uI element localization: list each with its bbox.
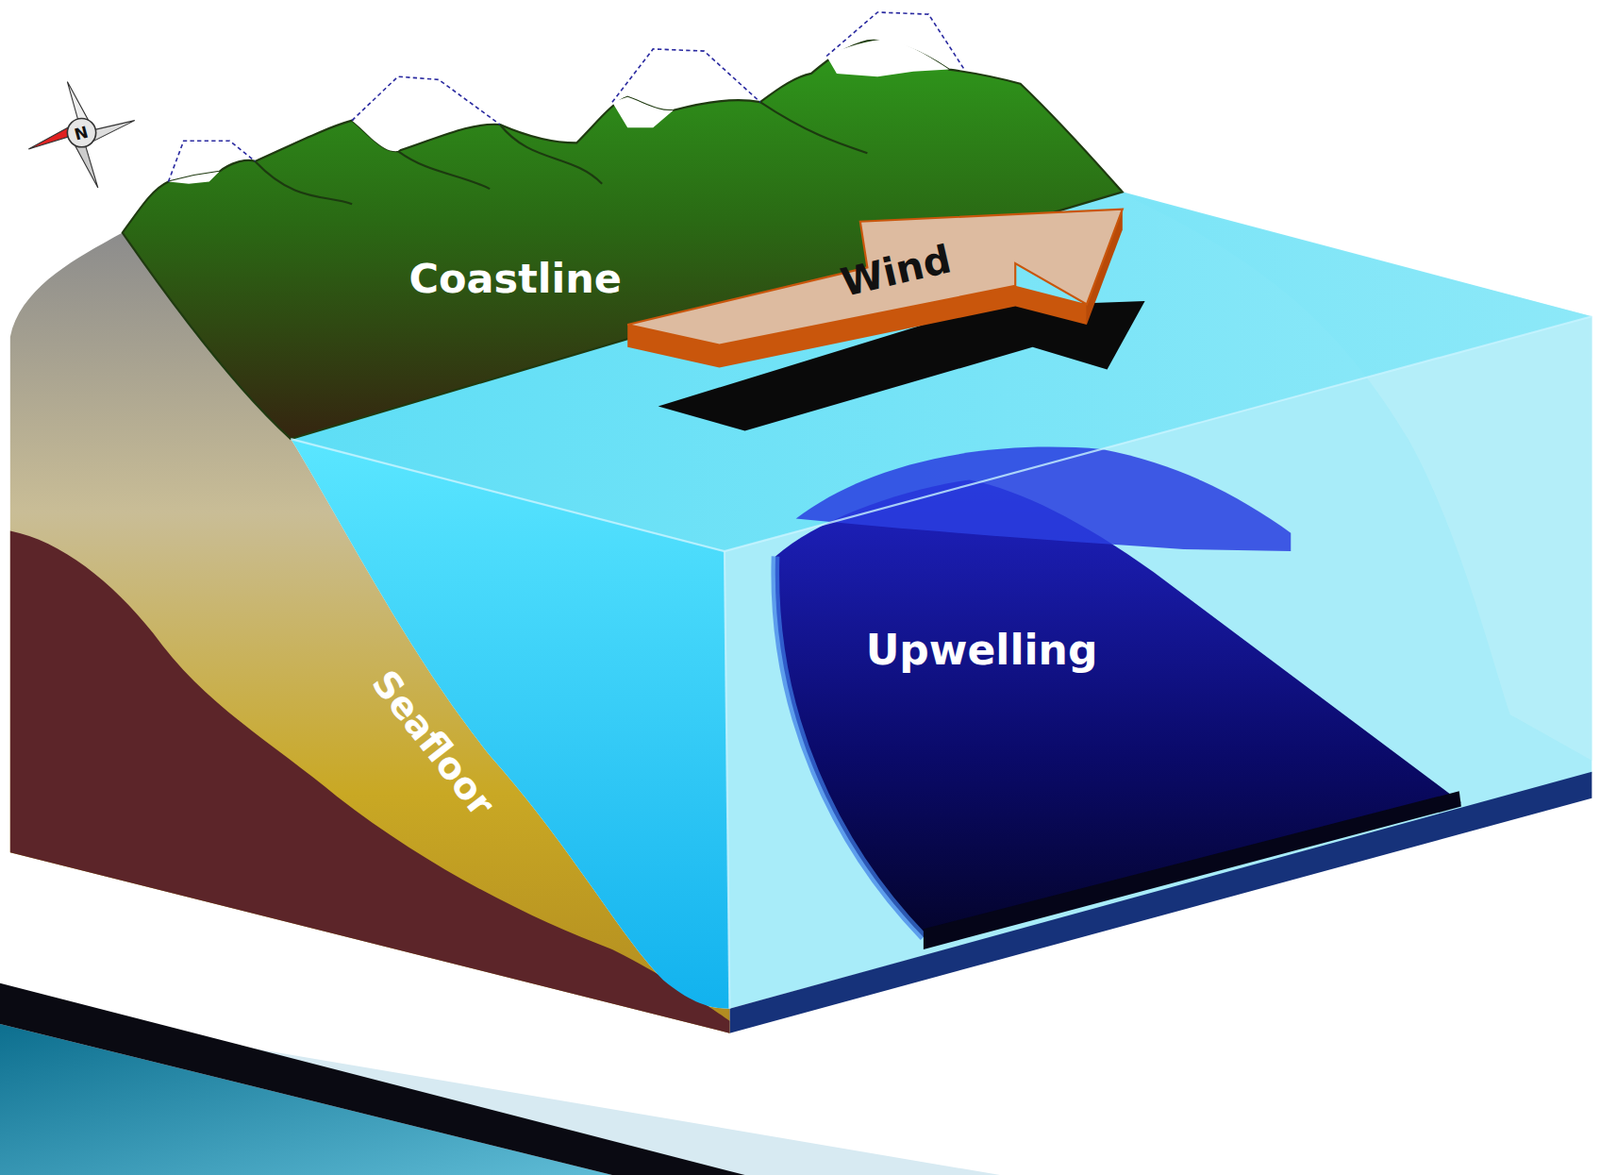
peak-outlines xyxy=(167,12,965,183)
wind-arrow xyxy=(627,209,1123,346)
snow-cap xyxy=(826,38,950,77)
peak-outline xyxy=(612,49,761,102)
snow-cap xyxy=(612,97,674,128)
snow-caps xyxy=(167,38,949,184)
upwelling-plume xyxy=(796,447,1292,552)
peak-outline xyxy=(167,140,255,182)
mountain-ridges xyxy=(254,101,867,204)
region-label-holder: Coastline xyxy=(408,258,622,300)
compass-rose xyxy=(28,82,134,188)
upwelling-base xyxy=(923,790,1462,950)
peak-outline xyxy=(351,76,500,125)
slide-band-dark xyxy=(0,983,746,1175)
peak-outline xyxy=(826,12,965,70)
mountain-range xyxy=(122,40,1123,439)
upwelling-edge xyxy=(775,556,924,937)
region-label: Upwelling xyxy=(866,629,1099,671)
water-front-face xyxy=(290,438,730,1009)
upwelling-body xyxy=(775,479,1462,937)
compass-center xyxy=(66,117,96,147)
snow-cap xyxy=(351,120,403,152)
region-label: Coastline xyxy=(408,258,622,300)
region-label-holder: Upwelling xyxy=(866,629,1099,671)
block-edge xyxy=(724,550,730,1009)
snow-cap xyxy=(167,171,219,184)
